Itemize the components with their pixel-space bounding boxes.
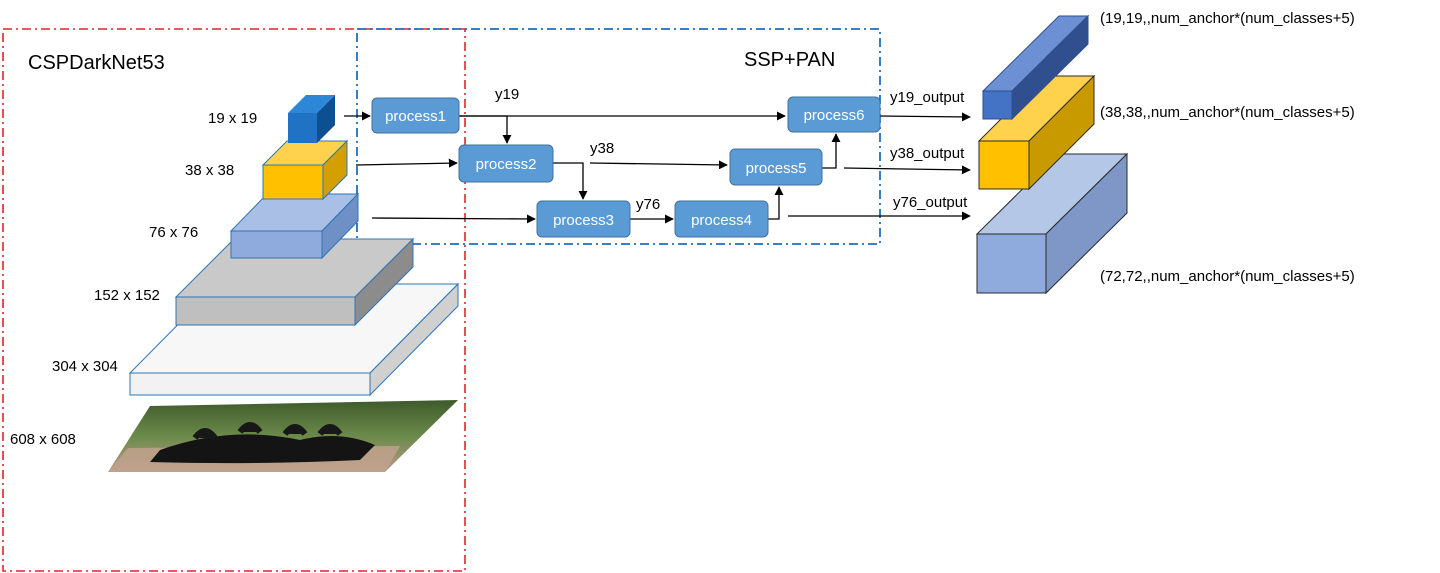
- process-box-5: process5: [729, 148, 823, 186]
- connection-arrows: [344, 111, 971, 224]
- output-label-y76: y76_output: [893, 194, 968, 211]
- process-label-5: process5: [746, 160, 807, 177]
- output-shape-19: (19,19,,num_anchor*(num_classes+5): [1100, 10, 1355, 27]
- process-box-6: process6: [787, 96, 881, 133]
- edge-label-y76: y76: [636, 196, 660, 213]
- level-label-608: 608 x 608: [10, 431, 76, 448]
- output-label-y19: y19_output: [890, 89, 965, 106]
- neck-frame: [356, 28, 881, 245]
- edge-label-y38: y38: [590, 140, 614, 157]
- process-label-1: process1: [385, 108, 446, 125]
- process-box-1: process1: [371, 97, 460, 134]
- feature-level-76: [229, 192, 360, 260]
- process-label-4: process4: [691, 212, 752, 229]
- output-tensor-76: [975, 152, 1129, 295]
- process-box-4: process4: [674, 200, 769, 238]
- output-shape-72: (72,72,,num_anchor*(num_classes+5): [1100, 268, 1355, 285]
- edge-label-y19: y19: [495, 86, 519, 103]
- output-tensor-38: [977, 74, 1096, 191]
- backbone-title: CSPDarkNet53: [28, 52, 165, 74]
- neck-title: SSP+PAN: [744, 49, 835, 71]
- output-shape-38: (38,38,,num_anchor*(num_classes+5): [1100, 104, 1355, 121]
- level-label-19: 19 x 19: [208, 110, 257, 127]
- backbone-frame: [2, 28, 466, 572]
- output-tensor-19: [981, 14, 1090, 121]
- process-label-2: process2: [476, 156, 537, 173]
- process-box-2: process2: [458, 144, 554, 183]
- level-label-38: 38 x 38: [185, 162, 234, 179]
- level-label-152: 152 x 152: [94, 287, 160, 304]
- input-image: [108, 400, 458, 472]
- process-box-3: process3: [536, 200, 631, 238]
- process-label-6: process6: [804, 107, 865, 124]
- level-label-76: 76 x 76: [149, 224, 198, 241]
- feature-level-38: [261, 139, 349, 201]
- process-label-3: process3: [553, 212, 614, 229]
- feature-level-19: [288, 95, 335, 143]
- level-label-304: 304 x 304: [52, 358, 118, 375]
- output-label-y38: y38_output: [890, 145, 965, 162]
